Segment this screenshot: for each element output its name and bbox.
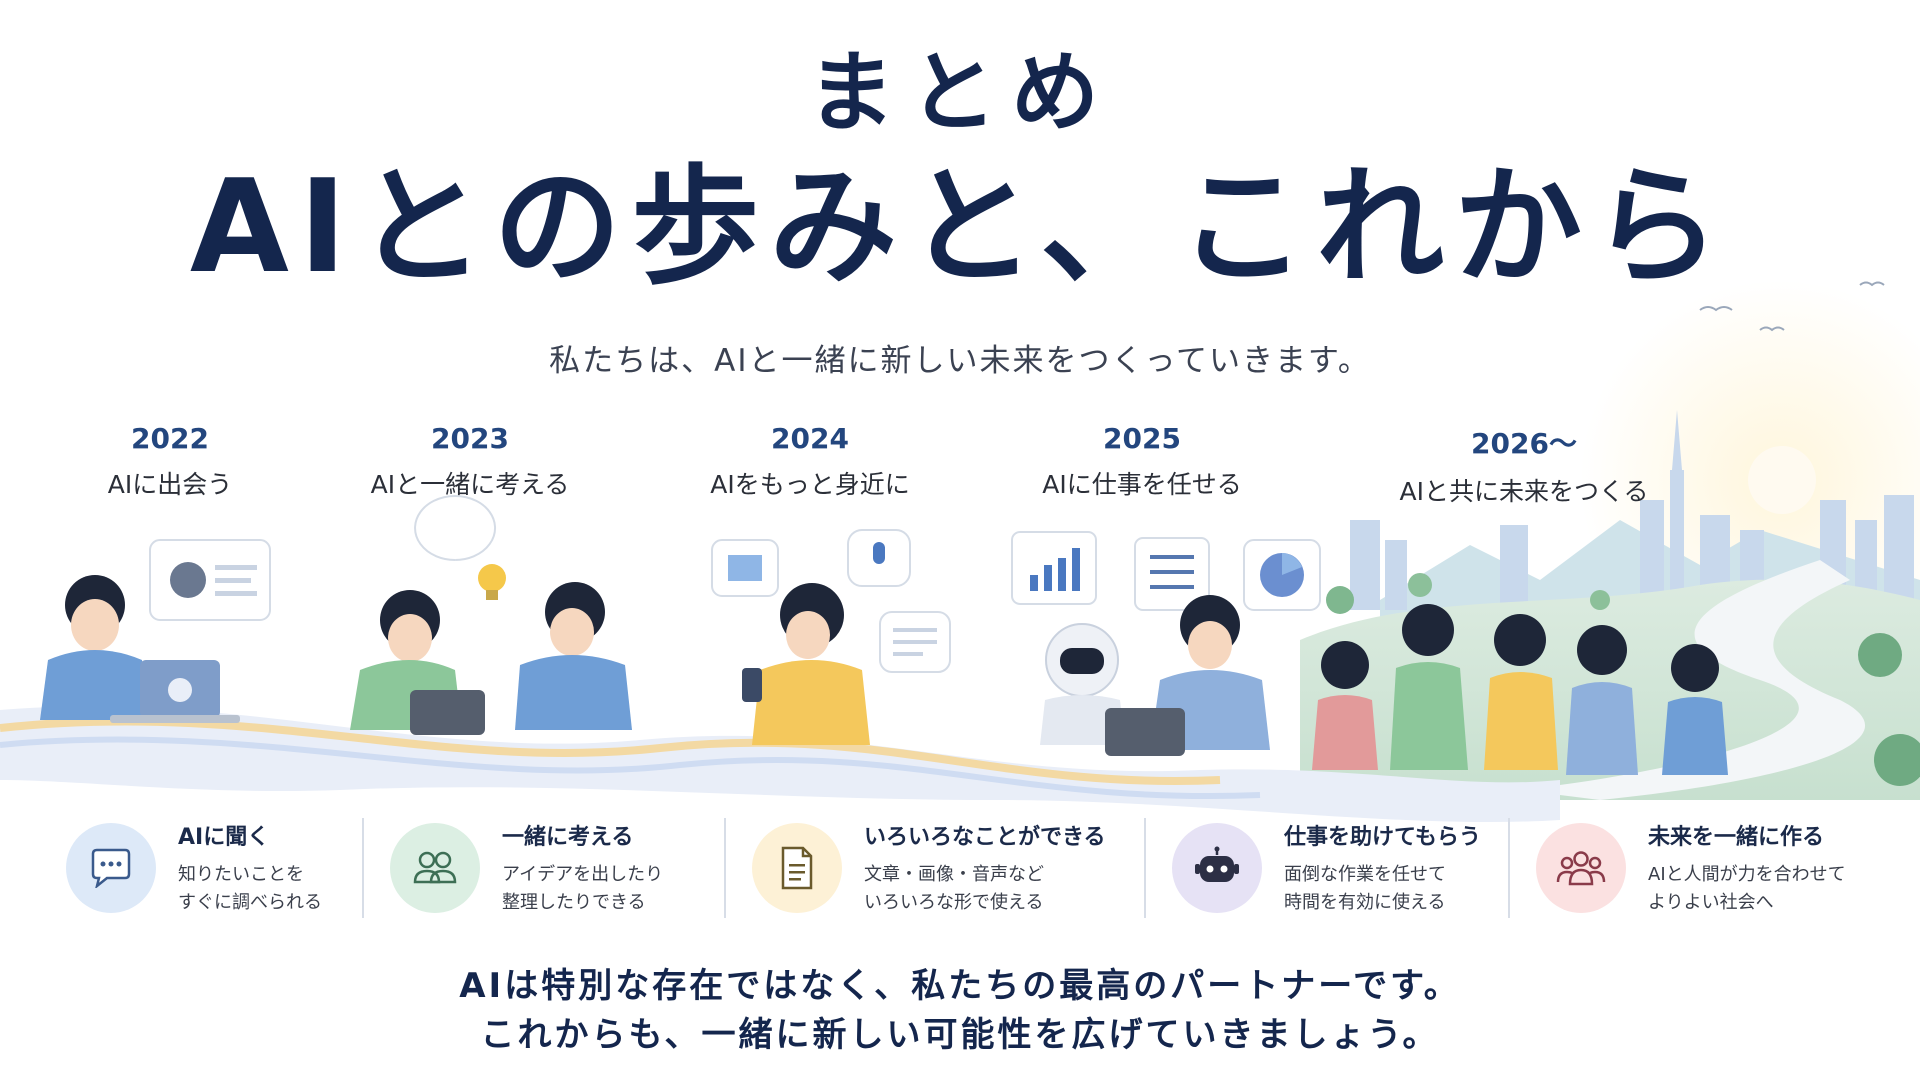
timeline: 2022 AIに出会う 2023 AIと一緒に考える 2024 AIをもっと身近… bbox=[0, 422, 1920, 506]
timeline-item-2025: 2025 AIに仕事を任せる bbox=[972, 422, 1312, 501]
timeline-year: 2022 bbox=[131, 422, 209, 455]
birds bbox=[1699, 281, 1885, 332]
feature-divider bbox=[362, 818, 364, 918]
closing-line-1: AIは特別な存在ではなく、私たちの最高のパートナーです。 bbox=[459, 966, 1461, 1006]
feature-title: AIに聞く bbox=[178, 825, 270, 851]
document-icon bbox=[781, 846, 813, 890]
feature-title: 一緒に考える bbox=[502, 825, 634, 851]
feature-work-help: 仕事を助けてもらう 面倒な作業を任せて 時間を有効に使える bbox=[1172, 818, 1481, 918]
robot-icon bbox=[1195, 846, 1239, 882]
feature-icon-bg bbox=[1536, 823, 1626, 913]
feature-desc: AIと人間が力を合わせて よりよい社会へ bbox=[1648, 864, 1846, 913]
scene-2022 bbox=[40, 539, 271, 723]
group-icon bbox=[1556, 851, 1606, 886]
winding-road bbox=[1520, 560, 1866, 800]
scene-2025 bbox=[1011, 531, 1321, 756]
feature-title: 未来を一緒に作る bbox=[1648, 825, 1825, 851]
timeline-item-2022: 2022 AIに出会う bbox=[0, 422, 340, 501]
feature-desc: 面倒な作業を任せて 時間を有効に使える bbox=[1284, 864, 1446, 913]
trees bbox=[1326, 573, 1920, 786]
timeline-label: AIに出会う bbox=[107, 470, 233, 499]
timeline-label: AIと共に未来をつくる bbox=[1399, 477, 1649, 506]
timeline-label: AIと一緒に考える bbox=[370, 470, 570, 499]
timeline-year: 2026〜 bbox=[1471, 427, 1577, 460]
feature-ask-ai: AIに聞く 知りたいことを すぐに調べられる bbox=[66, 818, 322, 918]
timeline-item-2023: 2023 AIと一緒に考える bbox=[300, 422, 640, 501]
people-icon bbox=[413, 851, 457, 884]
feature-divider bbox=[1508, 818, 1510, 918]
feature-many-things: いろいろなことができる 文章・画像・音声など いろいろな形で使える bbox=[752, 818, 1106, 918]
feature-title: いろいろなことができる bbox=[864, 825, 1106, 851]
feature-desc: 知りたいことを すぐに調べられる bbox=[178, 864, 322, 913]
closing-line-2: これからも、一緒に新しい可能性を広げていきましょう。 bbox=[480, 1015, 1440, 1056]
closing-message: AIは特別な存在ではなく、私たちの最高のパートナーです。 これからも、一緒に新し… bbox=[0, 962, 1920, 1061]
feature-row: AIに聞く 知りたいことを すぐに調べられる 一緒に考える アイデアを出したり … bbox=[0, 818, 1920, 928]
feature-icon-bg bbox=[1172, 823, 1262, 913]
feature-icon-bg bbox=[66, 823, 156, 913]
timeline-label: AIに仕事を任せる bbox=[1042, 470, 1242, 499]
feature-desc: アイデアを出したり 整理したりできる bbox=[502, 864, 664, 913]
wave-line-gold bbox=[0, 717, 1221, 786]
chat-bubble-icon bbox=[91, 848, 131, 888]
title-block: まとめ AIとの歩みと、これから 私たちは、AIと一緒に新しい未来をつくっていき… bbox=[0, 40, 1920, 380]
timeline-item-2024: 2024 AIをもっと身近に bbox=[640, 422, 980, 501]
timeline-year: 2025 bbox=[1103, 422, 1181, 455]
timeline-item-2026: 2026〜 AIと共に未来をつくる bbox=[1354, 422, 1694, 508]
scene-2026 bbox=[1312, 604, 1728, 775]
scene-2023 bbox=[350, 495, 632, 735]
feature-icon-bg bbox=[752, 823, 842, 913]
feature-icon-bg bbox=[390, 823, 480, 913]
feature-divider bbox=[724, 818, 726, 918]
feature-title: 仕事を助けてもらう bbox=[1284, 825, 1481, 851]
feature-divider bbox=[1144, 818, 1146, 918]
page-title: AIとの歩みと、これから bbox=[189, 152, 1731, 302]
wave-line-blue bbox=[0, 736, 1261, 800]
timeline-label: AIをもっと身近に bbox=[710, 470, 910, 499]
page-subtitle: 私たちは、AIと一緒に新しい未来をつくっていきます。 bbox=[549, 342, 1371, 379]
page-kicker: まとめ bbox=[806, 41, 1113, 144]
timeline-year: 2023 bbox=[431, 422, 509, 455]
timeline-year: 2024 bbox=[771, 422, 849, 455]
feature-desc: 文章・画像・音声など いろいろな形で使える bbox=[864, 864, 1044, 913]
feature-think-together: 一緒に考える アイデアを出したり 整理したりできる bbox=[390, 818, 663, 918]
scene-2024 bbox=[711, 529, 951, 745]
sun bbox=[1748, 446, 1816, 514]
feature-future: 未来を一緒に作る AIと人間が力を合わせて よりよい社会へ bbox=[1536, 818, 1846, 918]
